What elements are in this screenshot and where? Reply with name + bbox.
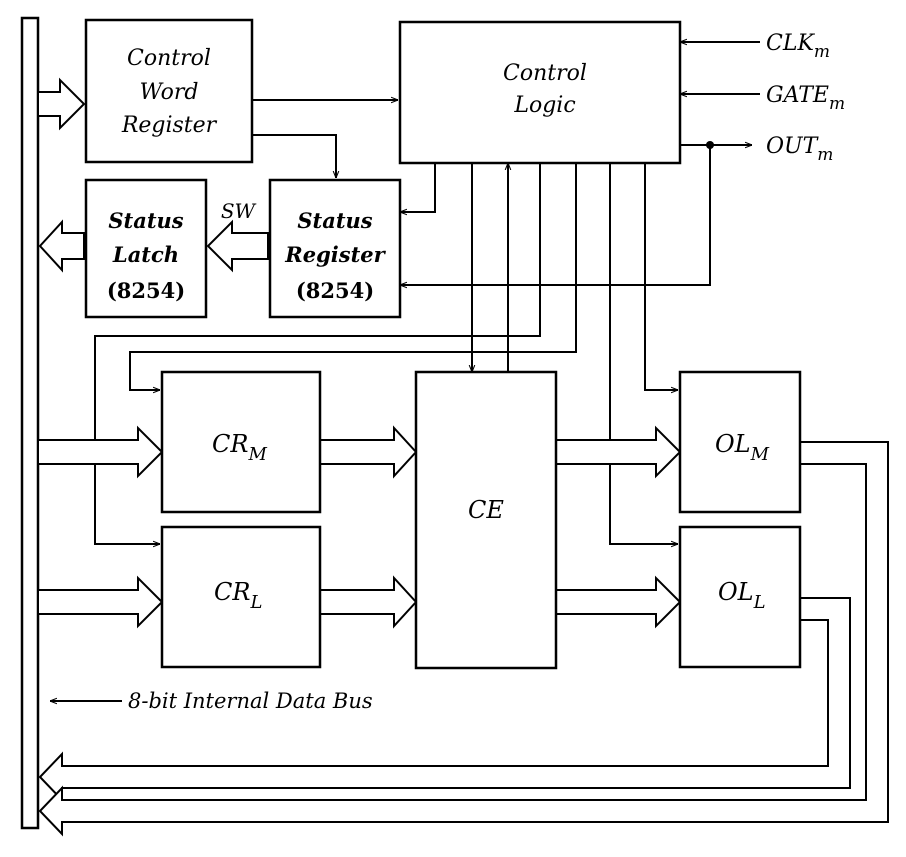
svg-text:OLL: OLL bbox=[718, 578, 766, 613]
svg-text:OLM: OLM bbox=[715, 430, 770, 465]
status-register-line-1: Status bbox=[297, 208, 372, 233]
svg-text:CRL: CRL bbox=[214, 578, 262, 613]
clk-label: CLKm bbox=[766, 31, 830, 62]
status-latch-line-3: (8254) bbox=[107, 278, 185, 303]
sw-label: SW bbox=[221, 199, 257, 223]
out-label: OUTm bbox=[766, 134, 833, 165]
cr-l-sub: L bbox=[249, 592, 262, 613]
cr-l-block: CRL bbox=[160, 525, 322, 669]
gate-label: GATEm bbox=[766, 83, 845, 114]
cr-l-main: CR bbox=[214, 578, 250, 606]
cr-m-main: CR bbox=[212, 430, 248, 458]
cr-m-block: CRM bbox=[160, 370, 322, 514]
status-latch-line-1: Status bbox=[108, 208, 183, 233]
ce-label: CE bbox=[468, 496, 504, 524]
ce-block: CE bbox=[414, 370, 558, 670]
cwr-line-1: Control bbox=[127, 46, 211, 71]
ol-l-block: OLL bbox=[678, 525, 802, 669]
cwr-line-2: Word bbox=[140, 80, 199, 105]
control-logic-line-1: Control bbox=[503, 61, 587, 86]
status-latch-line-2: Latch bbox=[112, 242, 179, 267]
bus-arrows bbox=[37, 77, 889, 837]
status-latch-block: Status Latch (8254) bbox=[84, 178, 208, 319]
cr-m-sub: M bbox=[247, 444, 267, 465]
control-logic-block: Control Logic bbox=[398, 20, 682, 165]
status-register-line-3: (8254) bbox=[296, 278, 374, 303]
ol-m-sub: M bbox=[750, 444, 770, 465]
ol-l-sub: L bbox=[753, 592, 766, 613]
control-logic-line-2: Logic bbox=[513, 93, 575, 118]
status-register-block: Status Register (8254) bbox=[268, 178, 402, 319]
control-lines bbox=[50, 42, 760, 701]
status-register-line-2: Register bbox=[284, 242, 386, 267]
ol-m-block: OLM bbox=[678, 370, 802, 514]
control-word-register-block: Control Word Register bbox=[84, 18, 254, 164]
cwr-line-3: Register bbox=[121, 113, 218, 138]
ol-l-main: OL bbox=[718, 578, 754, 606]
ol-m-main: OL bbox=[715, 430, 751, 458]
data-bus-label: 8-bit Internal Data Bus bbox=[128, 689, 373, 713]
internal-data-bus bbox=[20, 16, 40, 830]
svg-text:CRM: CRM bbox=[212, 430, 267, 465]
